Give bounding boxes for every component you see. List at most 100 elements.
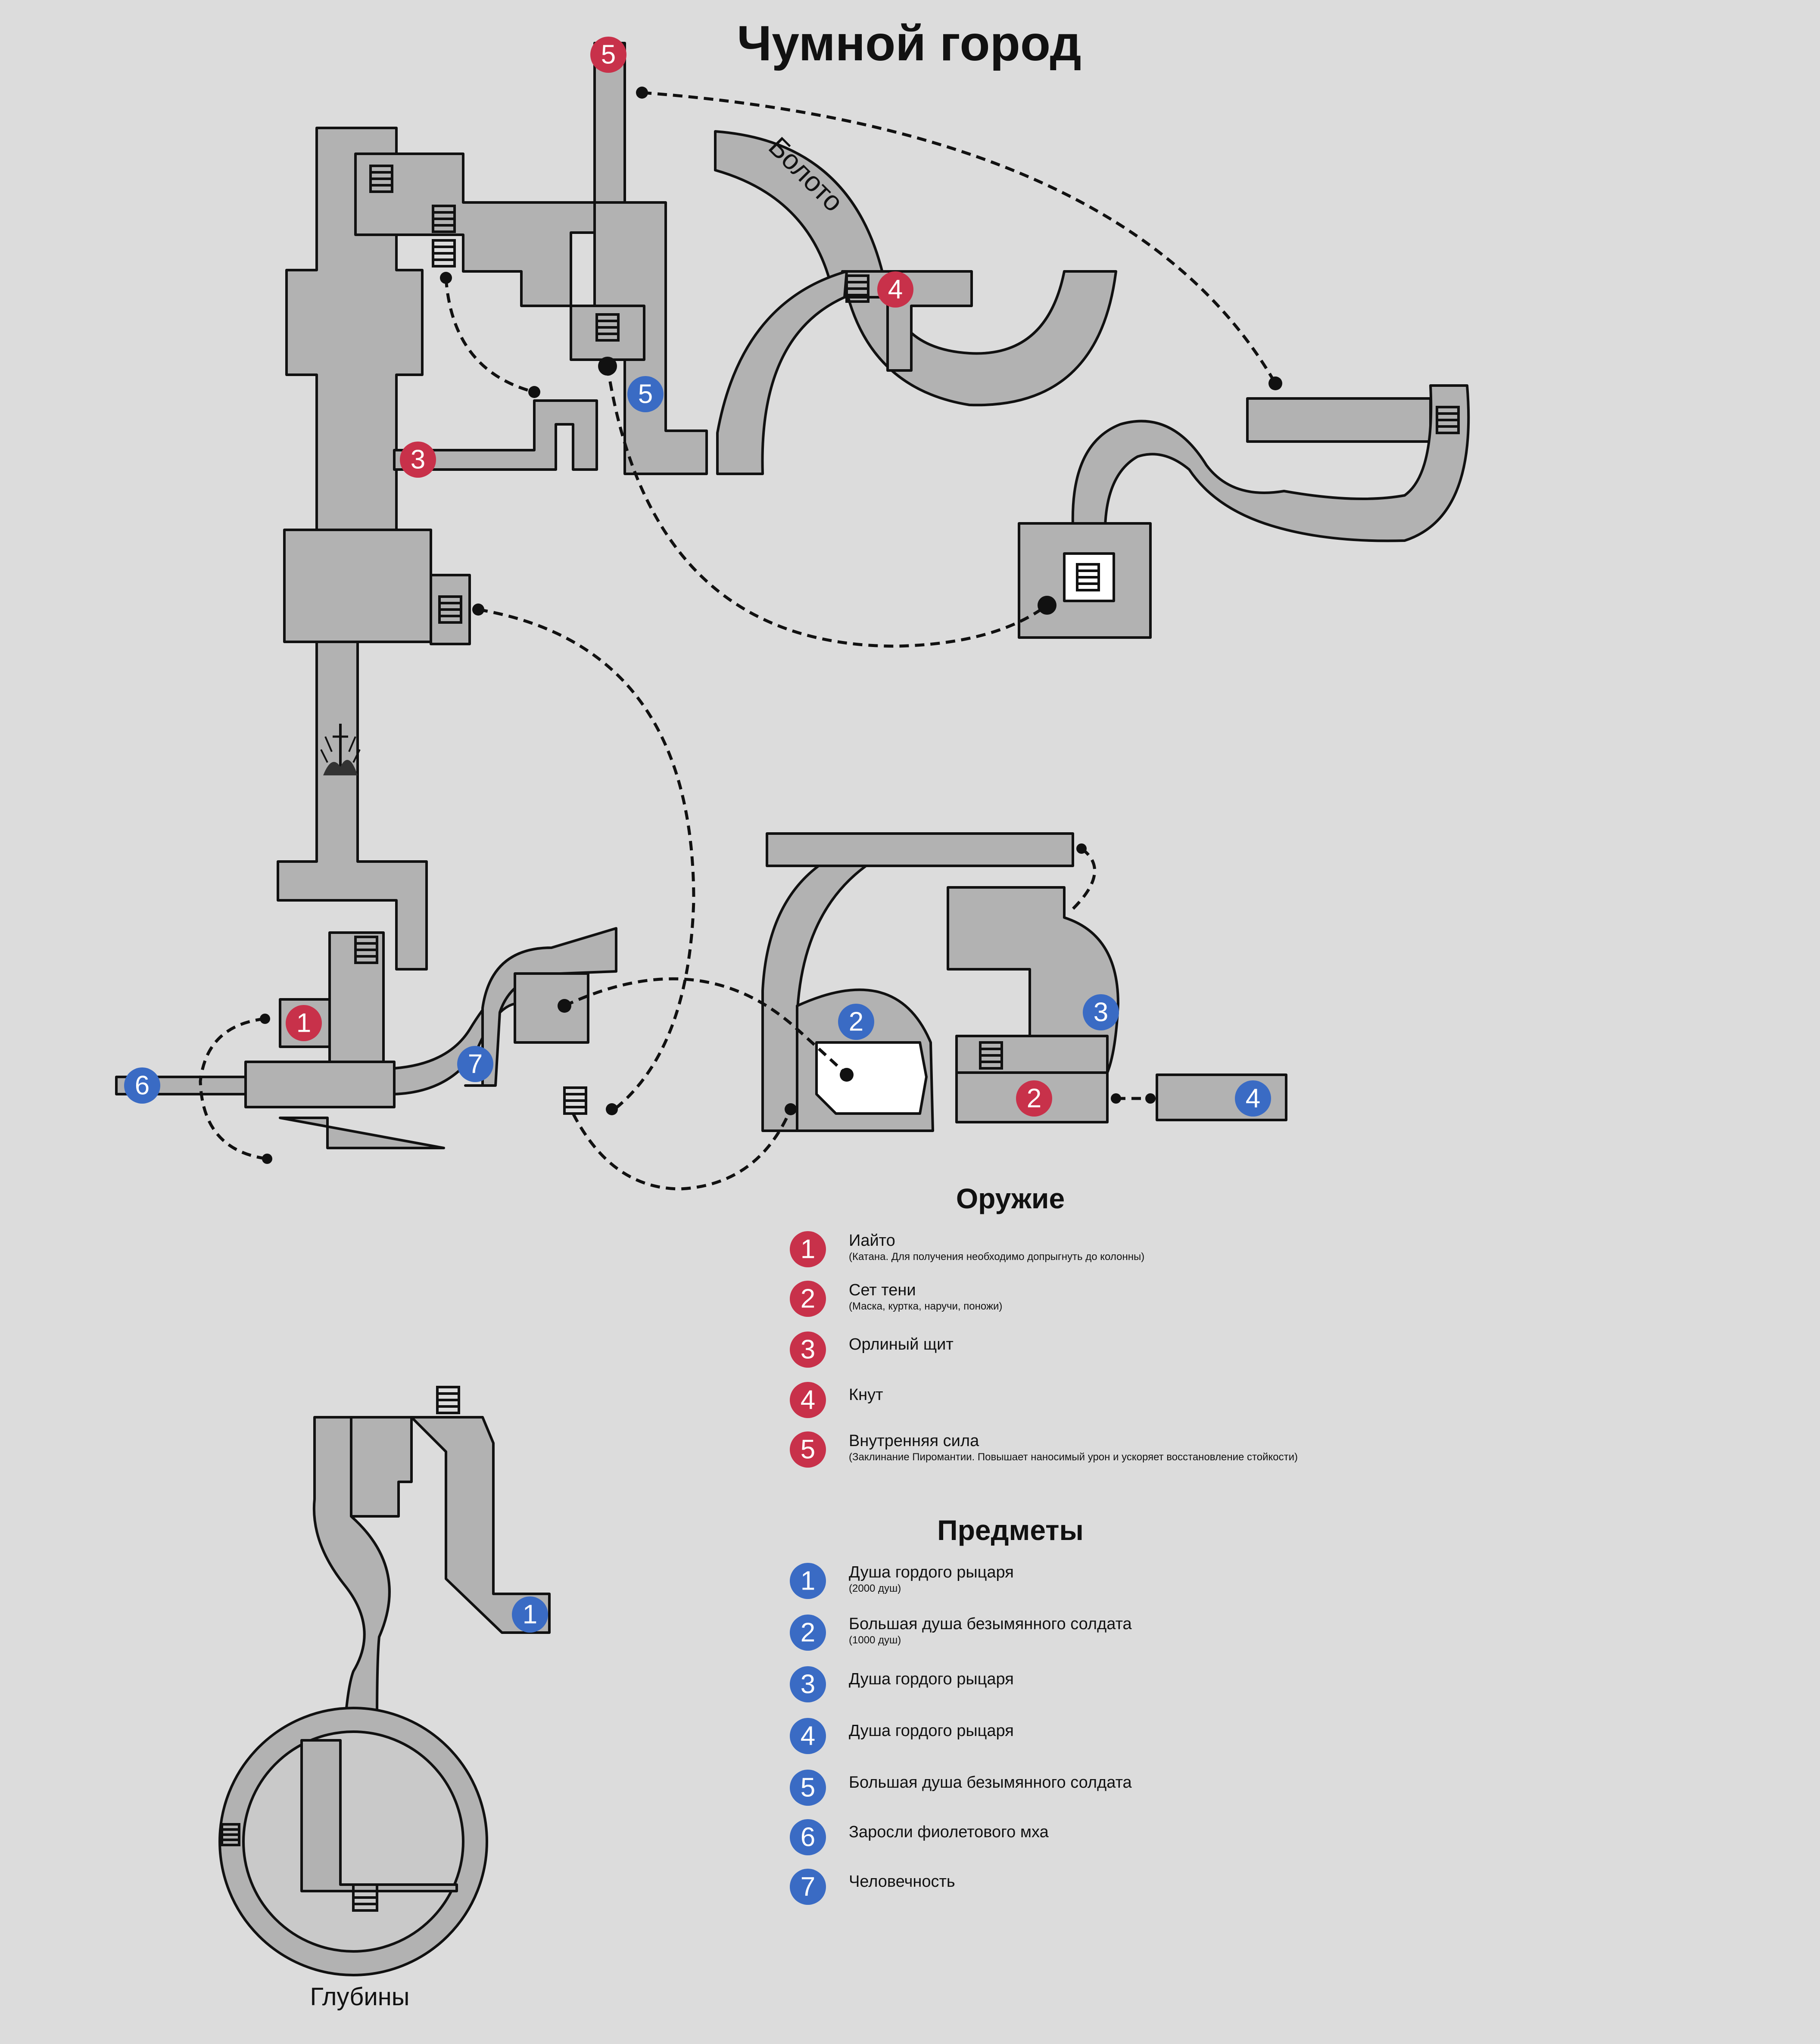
- weapon-marker-2[interactable]: 2: [1016, 1080, 1052, 1117]
- item-legend-note: (1000 душ): [849, 1634, 901, 1646]
- items-legend-row: 6 Заросли фиолетового мха: [790, 1819, 1049, 1855]
- item-legend-name: Душа гордого рыцаря: [849, 1563, 1014, 1581]
- ladder-icon: [563, 1086, 587, 1115]
- item-marker-2[interactable]: 2: [838, 1004, 874, 1040]
- lower-complex: [279, 1117, 445, 1149]
- svg-text:5: 5: [638, 380, 653, 409]
- svg-text:6: 6: [135, 1071, 150, 1101]
- connection-path: [571, 1108, 792, 1191]
- weapon-legend-name: Орлиный щит: [849, 1335, 954, 1353]
- upper-hook: [464, 927, 617, 1087]
- connection-dot: [1145, 1093, 1156, 1104]
- weapon-legend-name: Внутренняя сила: [849, 1432, 979, 1450]
- bonfire-corridor: [277, 641, 428, 971]
- weapons-legend-row: 5 Внутренняя сила (Заклинание Пиромантии…: [790, 1431, 1298, 1468]
- weapon-legend-marker: 4: [790, 1382, 826, 1418]
- item-legend-name: Заросли фиолетового мха: [849, 1823, 1049, 1841]
- item-legend-marker: 5: [790, 1770, 826, 1806]
- lower-corridor: [350, 1416, 413, 1518]
- svg-text:3: 3: [1094, 998, 1108, 1027]
- map-weapon-markers: 1 2 3 4 5: [286, 37, 1052, 1117]
- items-legend-row: 7 Человечность: [790, 1869, 955, 1905]
- connection-dot: [785, 1103, 797, 1115]
- depths-inner: [242, 1730, 464, 1953]
- weapon-legend-name: Иайто: [849, 1232, 895, 1250]
- connection-path: [1072, 847, 1097, 910]
- svg-text:2: 2: [801, 1618, 815, 1648]
- items-legend-list: 1 Душа гордого рыцаря (2000 душ) 2 Больш…: [790, 1563, 1132, 1905]
- item-legend-marker: 1: [790, 1563, 826, 1599]
- items-legend-row: 2 Большая душа безымянного солдата (1000…: [790, 1615, 1132, 1651]
- ladder-icon: [1436, 406, 1460, 434]
- weapons-legend-row: 1 Иайто (Катана. Для получения необходим…: [790, 1231, 1144, 1267]
- connection-dot: [260, 1014, 270, 1024]
- weapon-legend-marker: 2: [790, 1281, 826, 1317]
- item-marker-5[interactable]: 5: [627, 376, 664, 412]
- ladder-icon: [436, 1386, 460, 1414]
- svg-text:4: 4: [888, 275, 903, 305]
- dashed-connections: [199, 91, 1277, 1191]
- item-marker-3[interactable]: 3: [1083, 994, 1119, 1030]
- svg-text:4: 4: [801, 1721, 815, 1751]
- weapon-marker-1[interactable]: 1: [286, 1005, 322, 1041]
- ladders: [221, 165, 1460, 1912]
- item-marker-1[interactable]: 1: [512, 1596, 548, 1633]
- weapons-legend-row: 3 Орлиный щит: [790, 1332, 954, 1368]
- weapon-legend-name: Сет тени: [849, 1281, 916, 1299]
- items-legend-row: 3 Душа гордого рыцаря: [790, 1666, 1014, 1702]
- item-marker-4[interactable]: 4: [1235, 1080, 1271, 1117]
- weapons-legend-row: 4 Кнут: [790, 1382, 883, 1418]
- item-legend-note: (2000 душ): [849, 1583, 901, 1594]
- legend: Оружие 1 Иайто (Катана. Для получения не…: [790, 1182, 1298, 1905]
- items-legend-row: 1 Душа гордого рыцаря (2000 душ): [790, 1563, 1014, 1599]
- weapon-legend-note: (Катана. Для получения необходимо допрыг…: [849, 1251, 1144, 1263]
- weapon-legend-marker: 1: [790, 1231, 826, 1267]
- connection-dot: [606, 1103, 618, 1115]
- item-legend-marker: 6: [790, 1819, 826, 1855]
- ladder-icon: [432, 239, 456, 268]
- connection-dot: [840, 1068, 854, 1082]
- item-legend-name: Человечность: [849, 1873, 955, 1891]
- item-legend-name: Душа гордого рыцаря: [849, 1722, 1014, 1740]
- weapon-legend-name: Кнут: [849, 1386, 883, 1404]
- crank-corridor: [393, 399, 598, 471]
- svg-text:3: 3: [801, 1670, 815, 1699]
- ladder-icon: [354, 936, 378, 964]
- svg-text:7: 7: [468, 1049, 483, 1079]
- item-legend-marker: 7: [790, 1869, 826, 1905]
- west-platform: [244, 1061, 396, 1108]
- weapon-marker-5[interactable]: 5: [590, 37, 626, 73]
- south-curve: [716, 270, 848, 475]
- weapon-legend-note: (Заклинание Пиромантии. Повышает наносим…: [849, 1451, 1298, 1463]
- connection-path: [606, 366, 1048, 648]
- connection-dot: [558, 999, 571, 1013]
- ladder-icon: [845, 274, 869, 303]
- weapon-marker-3[interactable]: 3: [400, 442, 436, 478]
- shadow-set-corridor: [766, 832, 1074, 867]
- svg-text:1: 1: [801, 1566, 815, 1596]
- item-legend-marker: 4: [790, 1718, 826, 1754]
- item-marker-7[interactable]: 7: [457, 1046, 493, 1082]
- weapons-legend-heading: Оружие: [956, 1182, 1065, 1214]
- svg-text:6: 6: [801, 1823, 815, 1852]
- svg-text:1: 1: [801, 1235, 815, 1264]
- shadow-set-chamber: [761, 865, 867, 1132]
- lower-wing: [410, 1416, 551, 1634]
- item-marker-6[interactable]: 6: [124, 1067, 160, 1104]
- connection-dot: [472, 604, 484, 616]
- shadow-set-inner: [815, 1041, 928, 1115]
- weapon-marker-4[interactable]: 4: [877, 271, 913, 308]
- svg-text:4: 4: [801, 1385, 815, 1415]
- item-legend-name: Большая душа безымянного солдата: [849, 1615, 1132, 1633]
- connection-path: [199, 1017, 268, 1160]
- svg-text:1: 1: [296, 1008, 311, 1038]
- connection-dots: [260, 87, 1282, 1164]
- map-item-markers: 1 2 3 4 5 6 7: [124, 376, 1271, 1633]
- svg-text:3: 3: [801, 1335, 815, 1365]
- ladder-icon: [438, 595, 462, 624]
- weapons-legend-list: 1 Иайто (Катана. Для получения необходим…: [790, 1231, 1298, 1468]
- item-legend-marker: 3: [790, 1666, 826, 1702]
- ladder-icon: [1076, 563, 1100, 591]
- weapon-legend-marker: 5: [790, 1431, 826, 1468]
